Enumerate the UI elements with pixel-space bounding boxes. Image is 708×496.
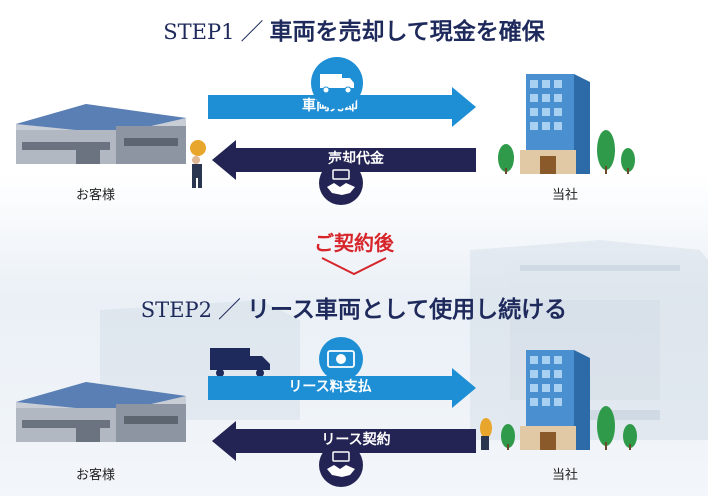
step1-title: STEP1／車両を売却して現金を確保 <box>0 12 708 46</box>
step2-title: STEP2／リース車両として使用し続ける <box>0 290 708 324</box>
step2-heading: リース車両として使用し続ける <box>247 297 568 323</box>
company-building-icon <box>480 350 637 450</box>
chevron-down-icon <box>321 257 387 276</box>
step2-label: STEP2 <box>140 298 213 322</box>
transition-label: ご契約後 <box>314 231 394 255</box>
company-caption: 当社 <box>552 468 579 483</box>
customer-caption: お客様 <box>76 188 116 203</box>
lease-contract-arrow <box>212 421 476 461</box>
customer-factory-icon <box>16 382 186 442</box>
customer-caption: お客様 <box>76 468 116 483</box>
handshake-icon <box>319 161 363 205</box>
yen-money-icon <box>319 337 363 381</box>
customer-factory-icon <box>16 104 186 164</box>
sale-proceeds-arrow <box>212 140 476 180</box>
lease-payment-label: リース料支払 <box>288 379 372 395</box>
company-caption: 当社 <box>552 188 579 203</box>
step2-slash: ／ <box>218 297 242 323</box>
handshake-icon <box>319 443 363 487</box>
company-building-icon <box>498 74 635 174</box>
step1-heading: 車両を売却して現金を確保 <box>269 19 545 45</box>
step1-label: STEP1 <box>163 20 235 44</box>
lease-payment-arrow <box>208 368 476 408</box>
coin-carrier-icon <box>190 140 206 188</box>
step1-slash: ／ <box>240 19 264 45</box>
truck-icon <box>311 57 363 109</box>
truck-icon <box>210 348 270 377</box>
